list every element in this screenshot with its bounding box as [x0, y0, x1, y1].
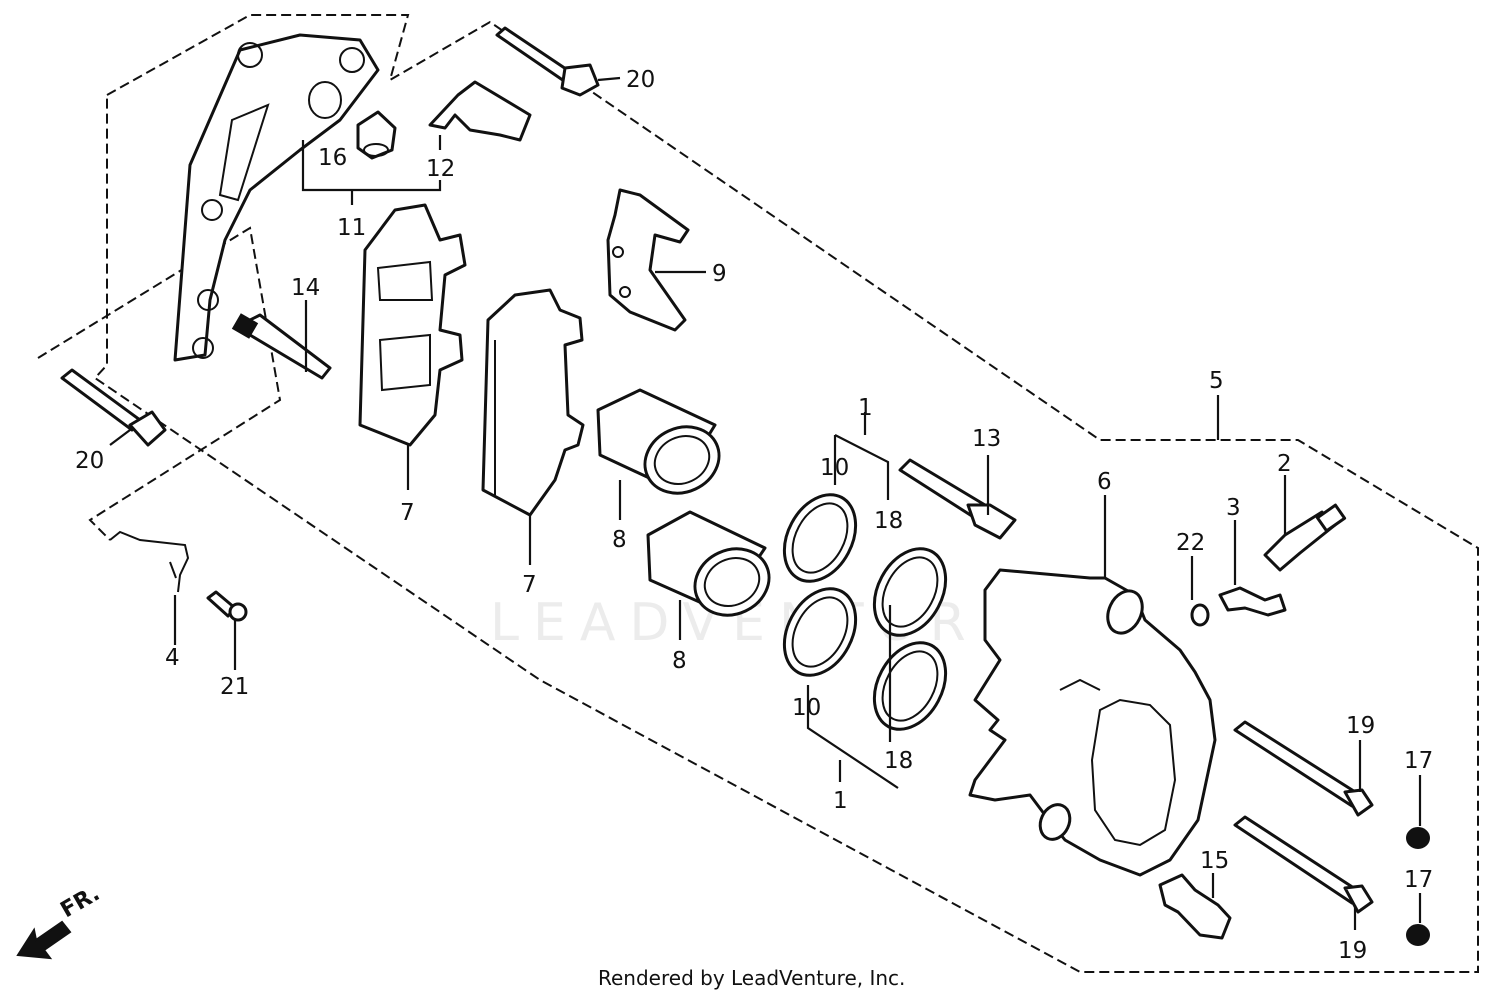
callout-7-a: 7 [400, 500, 415, 526]
pin-13 [898, 458, 1017, 540]
caliper-body-6 [968, 568, 1217, 877]
pin-19-b [1233, 815, 1374, 914]
callout-2: 2 [1277, 451, 1292, 477]
callout-19-top: 19 [1346, 713, 1375, 739]
pin-bolt-14 [231, 313, 332, 380]
arrow-icon [16, 920, 72, 960]
callout-19-bottom: 19 [1338, 938, 1367, 964]
washer-22 [1190, 603, 1210, 627]
callout-18-bottom: 18 [884, 748, 913, 774]
callout-6: 6 [1097, 469, 1112, 495]
callout-3: 3 [1226, 495, 1241, 521]
callout-9: 9 [712, 261, 727, 287]
bolt-20-top [495, 26, 600, 97]
front-label: FR. [57, 881, 105, 923]
callout-8-b: 8 [672, 648, 687, 674]
callout-20-top: 20 [626, 67, 655, 93]
piston-8-b [646, 510, 771, 617]
callout-15: 15 [1200, 848, 1229, 874]
pin-19-a [1233, 720, 1374, 817]
brake-pad-7-a [358, 203, 467, 447]
caliper-bracket [173, 33, 380, 362]
seal-18-a [872, 547, 948, 637]
callout-1-bottom: 1 [833, 788, 848, 814]
cap-17-b [1406, 924, 1430, 946]
piston-8-a [596, 388, 721, 495]
banjo-bolt-15 [1158, 873, 1232, 940]
seal-10-a [782, 493, 858, 583]
bolt-20-left [60, 368, 167, 447]
callout-10-top: 10 [820, 455, 849, 481]
seal-18-b [872, 641, 948, 731]
callout-11: 11 [337, 215, 366, 241]
callout-12: 12 [426, 156, 455, 182]
pad-retainer-12 [428, 80, 532, 142]
callout-10-bottom: 10 [792, 695, 821, 721]
leader-lines [109, 76, 1422, 930]
callout-1-top: 1 [858, 395, 873, 421]
callout-20-left: 20 [75, 448, 104, 474]
brake-pad-7-b [481, 288, 585, 517]
callout-4: 4 [165, 645, 180, 671]
screw-21 [206, 590, 248, 622]
callout-17-bottom: 17 [1404, 867, 1433, 893]
pad-spring-9 [606, 188, 690, 332]
bleeder-valve-2 [1263, 503, 1347, 572]
front-direction-indicator: FR. [16, 881, 105, 960]
seal-10-b [782, 587, 858, 677]
callout-8-a: 8 [612, 527, 627, 553]
callout-14: 14 [291, 275, 320, 301]
bleeder-cap-3 [1218, 586, 1287, 617]
callout-22: 22 [1176, 530, 1205, 556]
callout-16: 16 [318, 145, 347, 171]
callout-18-top: 18 [874, 508, 903, 534]
callout-labels: 20 16 12 11 9 14 20 7 7 8 8 1 10 18 10 1… [75, 67, 1433, 964]
callout-5: 5 [1209, 368, 1224, 394]
render-credit: Rendered by LeadVenture, Inc. [598, 966, 905, 990]
callout-17-top: 17 [1404, 748, 1433, 774]
cap-17-a [1406, 827, 1430, 849]
callout-21: 21 [220, 674, 249, 700]
callout-13: 13 [972, 426, 1001, 452]
callout-7-b: 7 [522, 572, 537, 598]
assembly-outline [37, 14, 1479, 973]
pad-clip-4 [109, 530, 190, 593]
boot-16 [356, 110, 397, 160]
